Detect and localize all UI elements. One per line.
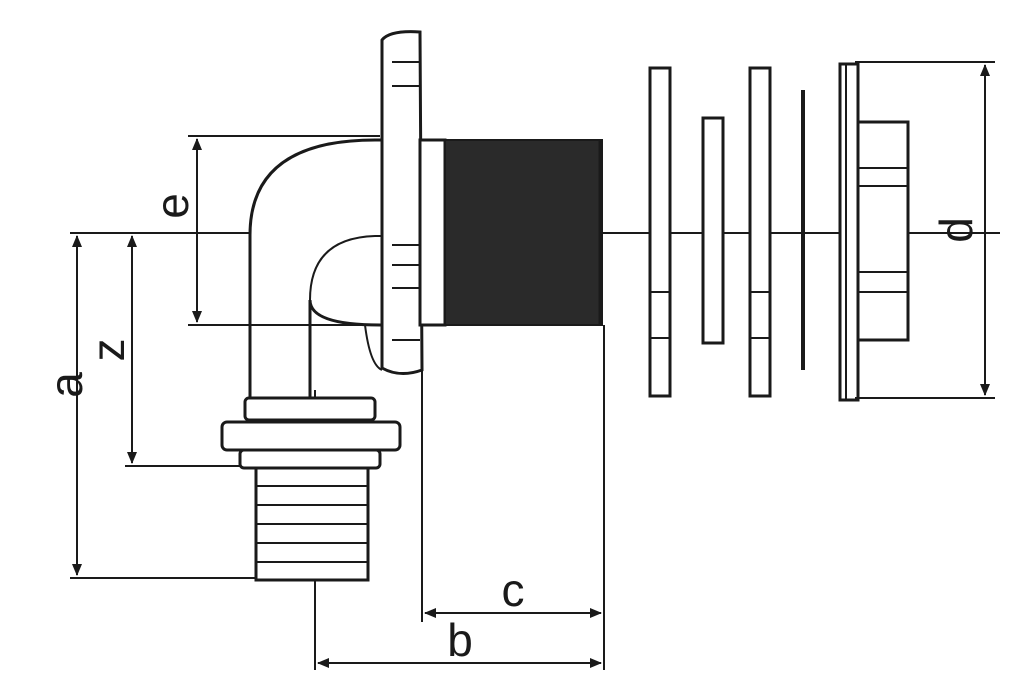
press-collar (220, 396, 402, 470)
dimension-c-label: c (502, 564, 525, 616)
dimension-e: e (146, 138, 202, 323)
dimension-c: c (424, 564, 602, 618)
extension-lines (70, 61, 995, 670)
thin-gasket (801, 90, 805, 370)
threaded-outlet (418, 138, 603, 327)
dimension-a: a (40, 235, 92, 576)
dimension-b: b (317, 614, 602, 668)
elbow-fitting (248, 138, 422, 400)
washer-2 (701, 116, 725, 345)
dimension-b-label: b (447, 614, 473, 666)
washer-1 (648, 66, 672, 398)
dimension-a-label: a (40, 372, 92, 398)
pipe-insert (254, 466, 370, 582)
dimension-z: z (82, 235, 137, 464)
washer-3 (748, 66, 772, 398)
dimension-e-label: e (146, 193, 198, 219)
dimension-z-label: z (82, 339, 134, 362)
dimension-d: d (930, 64, 990, 396)
wall-flange (380, 30, 424, 375)
dimension-d-label: d (930, 217, 982, 243)
lock-nut (838, 62, 910, 402)
